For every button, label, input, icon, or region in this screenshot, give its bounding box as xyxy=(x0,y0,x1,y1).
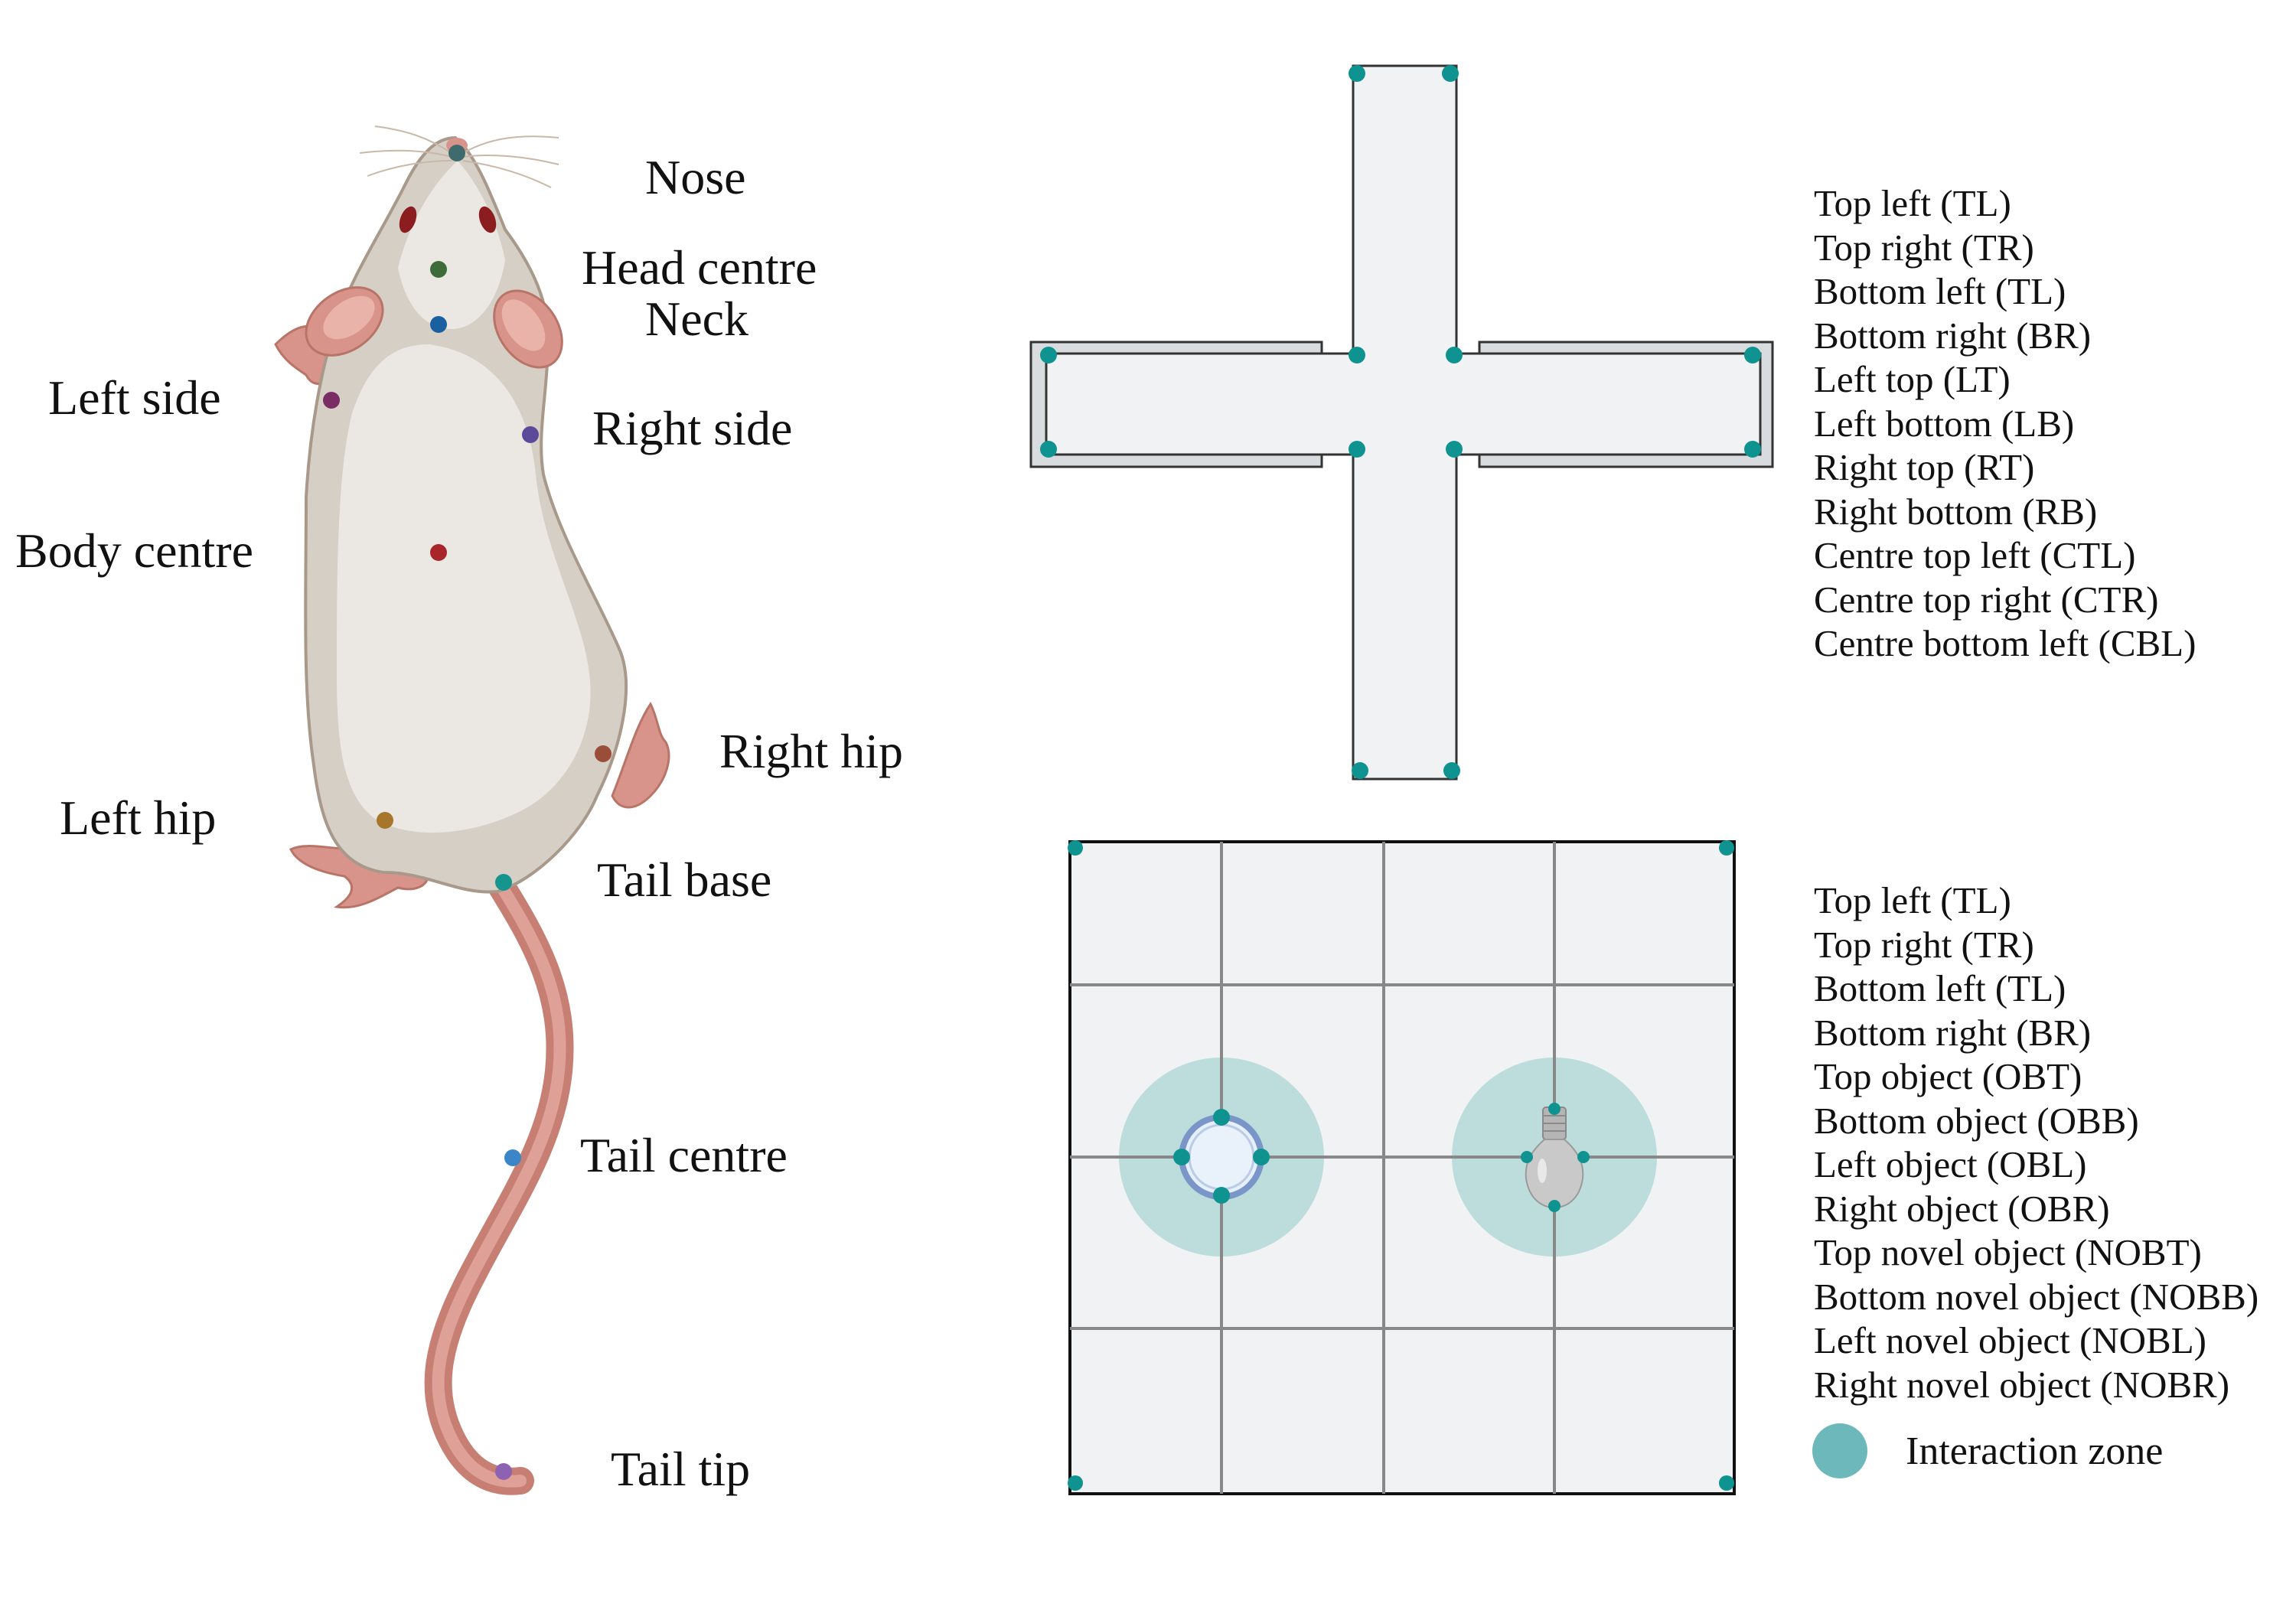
body-centre-keypoint xyxy=(430,544,447,561)
open-field-legend: Top left (TL)Top right (TR)Bottom left (… xyxy=(1814,878,2258,1407)
interaction-zone-key: Interaction zone xyxy=(1812,1423,2163,1478)
arena-keypoint xyxy=(1719,840,1734,856)
legend-item: Top novel object (NOBT) xyxy=(1814,1231,2202,1273)
arena-keypoint xyxy=(1719,1475,1734,1491)
left-side-keypoint xyxy=(323,392,340,409)
legend-item: Left object (OBL) xyxy=(1814,1143,2087,1185)
maze-keypoint xyxy=(1744,347,1761,363)
legend-item: Bottom left (TL) xyxy=(1814,270,2066,312)
legend-item: Centre top left (CTL) xyxy=(1814,534,2136,576)
legend-item: Top right (TR) xyxy=(1814,226,2034,269)
legend-item: Left top (LT) xyxy=(1814,358,2011,400)
tail-tip-label: Tail tip xyxy=(611,1442,751,1496)
arena-keypoint xyxy=(1213,1109,1230,1126)
neck-keypoint xyxy=(430,316,447,333)
maze-keypoint xyxy=(1349,347,1365,363)
maze-keypoint xyxy=(1352,762,1368,779)
tail-centre-keypoint xyxy=(504,1149,521,1166)
legend-item: Bottom right (BR) xyxy=(1814,1011,2092,1054)
novel-object-bulb-icon xyxy=(1525,1107,1584,1209)
arena-keypoint xyxy=(1521,1151,1533,1163)
familiar-object xyxy=(1179,1114,1264,1200)
nose-keypoint xyxy=(448,145,465,161)
tail-tip-keypoint xyxy=(495,1463,512,1480)
legend-item: Bottom right (BR) xyxy=(1814,314,2092,357)
legend-item: Right object (OBR) xyxy=(1814,1187,2110,1230)
maze-keypoint xyxy=(1446,441,1463,458)
maze-keypoint xyxy=(1040,347,1057,363)
interaction-zone-swatch xyxy=(1812,1423,1867,1478)
legend-item: Top left (TL) xyxy=(1814,879,2011,921)
maze-keypoint xyxy=(1349,65,1365,82)
left-ear xyxy=(305,286,384,357)
maze-keypoint xyxy=(1349,441,1365,458)
legend-item: Centre bottom left (CBL) xyxy=(1814,622,2197,664)
plus-maze-legend: Top left (TL)Top right (TR)Bottom left (… xyxy=(1814,181,2196,666)
tail-base-label: Tail base xyxy=(597,852,772,907)
legend-item: Right bottom (RB) xyxy=(1814,490,2098,533)
head-centre-label: Head centre xyxy=(582,240,817,295)
arena-keypoint xyxy=(1577,1151,1590,1163)
arena-keypoint xyxy=(1548,1103,1561,1115)
arena-keypoint xyxy=(1548,1200,1561,1212)
right-hind-foot xyxy=(611,702,670,809)
nose-label: Nose xyxy=(645,150,746,204)
left-hip-label: Left hip xyxy=(60,790,217,845)
legend-item: Centre top right (CTR) xyxy=(1814,578,2159,621)
legend-item: Right novel object (NOBR) xyxy=(1814,1363,2230,1406)
arena-keypoint xyxy=(1068,1475,1083,1491)
left-side-label: Left side xyxy=(48,370,221,425)
legend-item: Bottom novel object (NOBB) xyxy=(1814,1275,2259,1318)
whiskers xyxy=(359,125,559,188)
legend-item: Left bottom (LB) xyxy=(1814,402,2075,445)
body-centre-label: Body centre xyxy=(15,523,253,578)
right-hip-label: Right hip xyxy=(719,724,904,778)
legend-item: Bottom object (OBB) xyxy=(1814,1099,2139,1142)
maze-keypoint xyxy=(1442,65,1459,82)
left-eye xyxy=(399,206,417,233)
maze-keypoint xyxy=(1744,441,1761,458)
arena-keypoint xyxy=(1068,840,1083,856)
left-hip-keypoint xyxy=(377,812,393,829)
tail-centre-label: Tail centre xyxy=(580,1128,788,1182)
right-ear xyxy=(493,289,563,369)
arena-keypoint xyxy=(1213,1187,1230,1204)
right-eye xyxy=(478,206,497,233)
rat-back xyxy=(337,344,591,833)
head-centre-keypoint xyxy=(430,261,447,278)
maze-keypoint xyxy=(1443,762,1460,779)
interaction-zone-label: Interaction zone xyxy=(1906,1429,2164,1473)
right-hip-keypoint xyxy=(595,745,612,762)
legend-item: Left novel object (NOBL) xyxy=(1814,1319,2206,1361)
legend-item: Bottom left (TL) xyxy=(1814,967,2066,1009)
right-side-keypoint xyxy=(522,426,539,443)
right-side-label: Right side xyxy=(592,401,793,455)
legend-item: Right top (RT) xyxy=(1814,446,2035,488)
arena-keypoint xyxy=(1253,1149,1270,1165)
legend-item: Top left (TL) xyxy=(1814,182,2011,224)
legend-item: Top object (OBT) xyxy=(1814,1055,2082,1097)
neck-label: Neck xyxy=(645,292,749,346)
tail-base-keypoint xyxy=(495,874,512,891)
maze-keypoint xyxy=(1446,347,1463,363)
maze-keypoint xyxy=(1040,441,1057,458)
arena-keypoint xyxy=(1173,1149,1190,1165)
legend-item: Top right (TR) xyxy=(1814,923,2034,966)
